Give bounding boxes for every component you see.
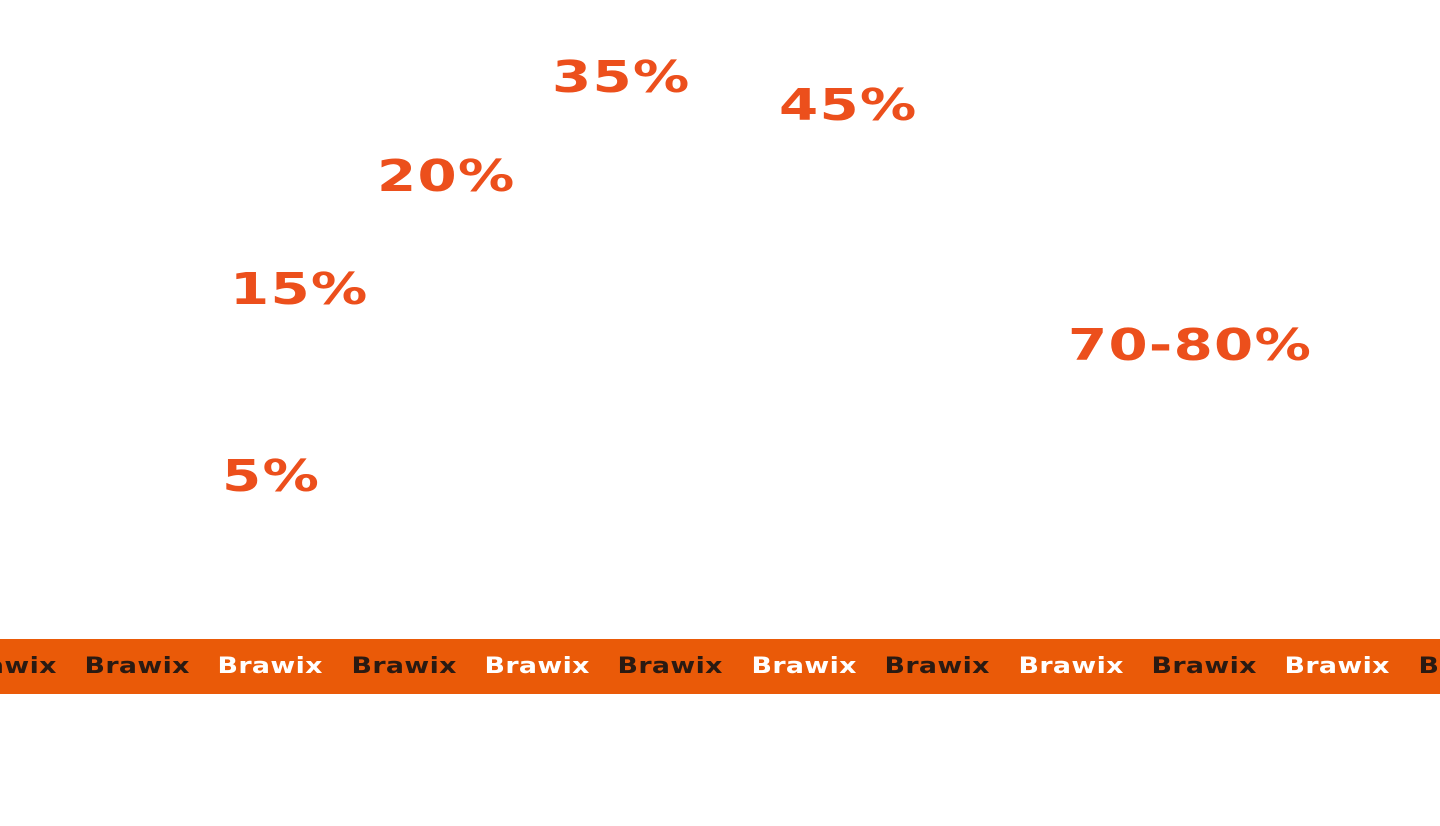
marquee-item: Brawix xyxy=(1018,654,1124,679)
marquee-item: Brawix xyxy=(84,654,190,679)
marquee-item: Brawix xyxy=(1284,654,1391,679)
marquee-item: Brawix xyxy=(617,654,724,679)
stat-45-percent: 45% xyxy=(779,80,918,131)
stat-35-percent: 35% xyxy=(552,52,691,103)
marquee-item: Brawix xyxy=(1151,654,1257,679)
marquee-item: Brawix xyxy=(351,654,457,679)
marquee-item: Brawix xyxy=(0,654,57,679)
brand-marquee: Brawix Brawix Brawix Brawix Brawix Brawi… xyxy=(0,639,1440,694)
marquee-item: Brawix xyxy=(217,654,324,679)
marquee-item: Brawix xyxy=(484,654,590,679)
stat-20-percent: 20% xyxy=(377,151,516,202)
marquee-item: Brawix xyxy=(884,654,991,679)
marquee-track: Brawix Brawix Brawix Brawix Brawix Brawi… xyxy=(0,639,1440,694)
marquee-item: Brawix xyxy=(1418,654,1440,679)
marquee-item: Brawix xyxy=(751,654,857,679)
stat-15-percent: 15% xyxy=(230,264,369,315)
stat-5-percent: 5% xyxy=(222,451,321,502)
stat-70-80-percent: 70-80% xyxy=(1068,320,1313,371)
